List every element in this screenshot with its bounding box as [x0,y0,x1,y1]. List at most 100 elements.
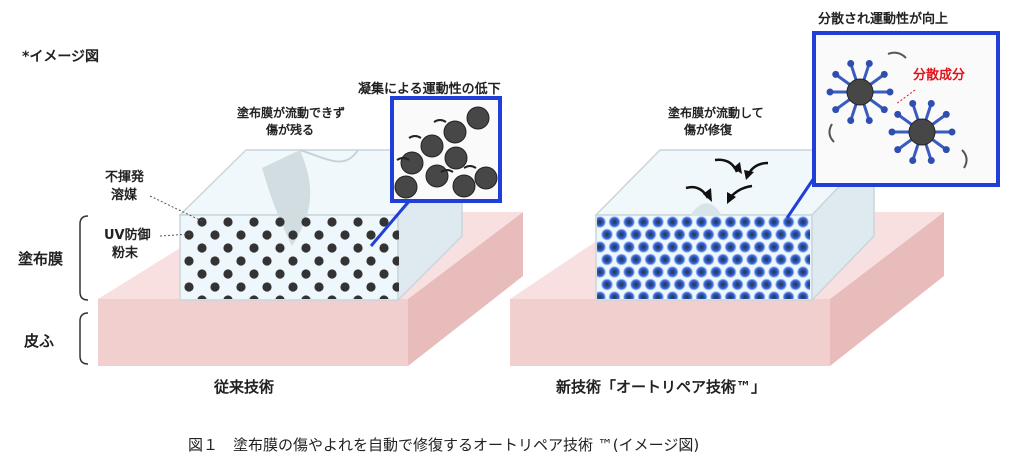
dispersed-particle [696,241,708,253]
aggregated-particle [353,217,362,226]
dispersed-particle [790,254,802,266]
callout-particle [444,121,466,143]
aggregated-particle [210,256,219,265]
callout-particle [421,135,443,157]
dispersed-particle [754,241,766,253]
dispersed-particle [609,216,621,228]
dispersed-particle [717,229,729,241]
aggregated-particle [353,269,362,278]
dispersed-particle [652,241,664,253]
dispersed-particle [754,216,766,228]
left-note-1: 塗布膜が流動できず [237,104,345,121]
aggregated-particle [275,269,284,278]
dispersed-particle [703,254,715,266]
dispersed-particle [790,279,802,291]
dispersed-particle [703,229,715,241]
dispersed-particle [717,279,729,291]
aggregated-particle [262,282,271,291]
callout-particle [395,176,417,198]
dispersed-particle [609,241,621,253]
dispersed-particle [725,216,737,228]
callout-particle [467,107,489,129]
dispersed-particle [775,254,787,266]
dispersed-particle [674,254,686,266]
dispersed-particle [783,241,795,253]
dispersed-particle [732,279,744,291]
dispersed-particle [623,266,635,278]
aggregated-particle [262,256,271,265]
dispersed-particle [616,279,628,291]
dispersed-particle [659,279,671,291]
dispersed-particle [732,254,744,266]
dispersed-particle [638,216,650,228]
dispersed-particle [797,266,809,278]
right-note-2: 傷が修復 [684,121,732,138]
aggregated-particle [366,230,375,239]
solvent-label-2: 溶媒 [111,184,137,203]
aggregated-particle [288,230,297,239]
dispersed-particle [667,266,679,278]
dispersed-particle [681,266,693,278]
dispersed-particle [696,266,708,278]
aggregated-particle [327,269,336,278]
dispersed-particle [725,266,737,278]
aggregated-particle [223,243,232,252]
dispersed-particle [768,241,780,253]
dispersed-particle [645,279,657,291]
dispersed-particle [746,254,758,266]
aggregated-particle [249,269,258,278]
right-caption: 新技術「オートリペア技術™」 [556,376,766,397]
dispersed-particle [717,254,729,266]
aggregated-particle [288,282,297,291]
aggregated-particle [301,269,310,278]
aggregated-particle [236,256,245,265]
dispersed-particle [674,229,686,241]
dispersed-particle [638,266,650,278]
aggregated-particle [314,282,323,291]
callout-particle [453,175,475,197]
dispersed-particle [681,216,693,228]
aggregated-particle [236,230,245,239]
dispersed-particle [790,229,802,241]
aggregated-particle [340,230,349,239]
uv-powder-label-1: UV防御 [104,224,151,243]
dispersed-particle [623,241,635,253]
dispersed-particle [775,279,787,291]
dispersed-particle [652,216,664,228]
aggregated-particle [210,230,219,239]
aggregated-particle [353,243,362,252]
uv-powder-label-2: 粉末 [112,242,138,261]
dispersed-particle [630,279,642,291]
dispersed-component-label: 分散成分 [913,64,965,83]
aggregated-particle [301,243,310,252]
aggregated-particle [366,256,375,265]
dispersed-particle [710,241,722,253]
dispersed-particle [630,254,642,266]
aggregated-particle [249,217,258,226]
aggregated-particle [340,256,349,265]
dispersed-particle [616,229,628,241]
right-note-1: 塗布膜が流動して [668,104,764,121]
dispersed-particle [797,241,809,253]
dispersed-particle [754,266,766,278]
dispersed-particle [645,254,657,266]
skin-label: 皮ふ [24,330,54,351]
dispersed-particle [681,241,693,253]
figure-caption: 図１ 塗布膜の傷やよれを自動で修復するオートリペア技術 ™(イメージ図) [188,434,699,455]
dispersed-particle [623,216,635,228]
dispersed-particle [761,229,773,241]
dispersed-particle [616,254,628,266]
aggregated-particle [340,282,349,291]
brackets [80,216,88,364]
dispersed-particle [739,266,751,278]
aggregated-particle [184,230,193,239]
dispersed-particle [761,254,773,266]
left-caption: 従来技術 [214,376,274,397]
dispersed-particle [688,279,700,291]
aggregated-particle [171,217,180,226]
dispersed-particle [725,241,737,253]
dispersed-particle [710,216,722,228]
aggregated-particle [249,243,258,252]
dispersed-particle [601,229,613,241]
dispersed-particle [783,266,795,278]
